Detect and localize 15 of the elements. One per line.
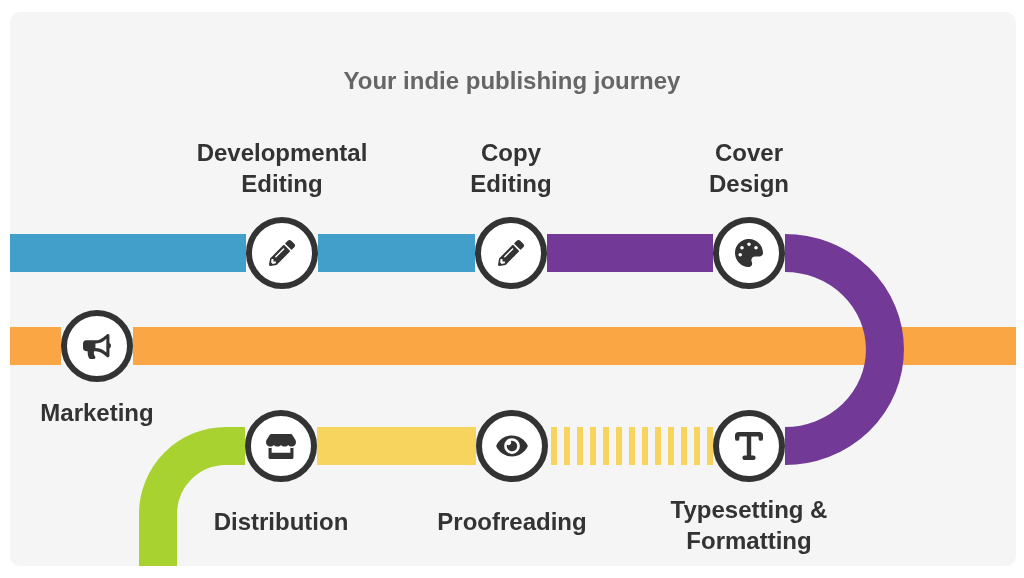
title: Your indie publishing journey <box>343 66 681 96</box>
station-label: Marketing <box>40 398 154 428</box>
station-label: Developmental Editing <box>195 138 369 199</box>
route-line <box>547 234 713 272</box>
route-line <box>10 327 61 365</box>
striped-route-line <box>548 427 713 465</box>
station-label: Proofreading <box>437 507 587 537</box>
station-label: Cover Design <box>708 138 790 199</box>
route-line <box>318 234 475 272</box>
station-label: Typesetting & Formatting <box>669 495 829 556</box>
route-line <box>317 427 476 465</box>
route-line <box>133 327 1016 365</box>
station-label: Distribution <box>213 507 349 537</box>
station-label: Copy Editing <box>469 138 553 199</box>
route-line <box>10 234 246 272</box>
